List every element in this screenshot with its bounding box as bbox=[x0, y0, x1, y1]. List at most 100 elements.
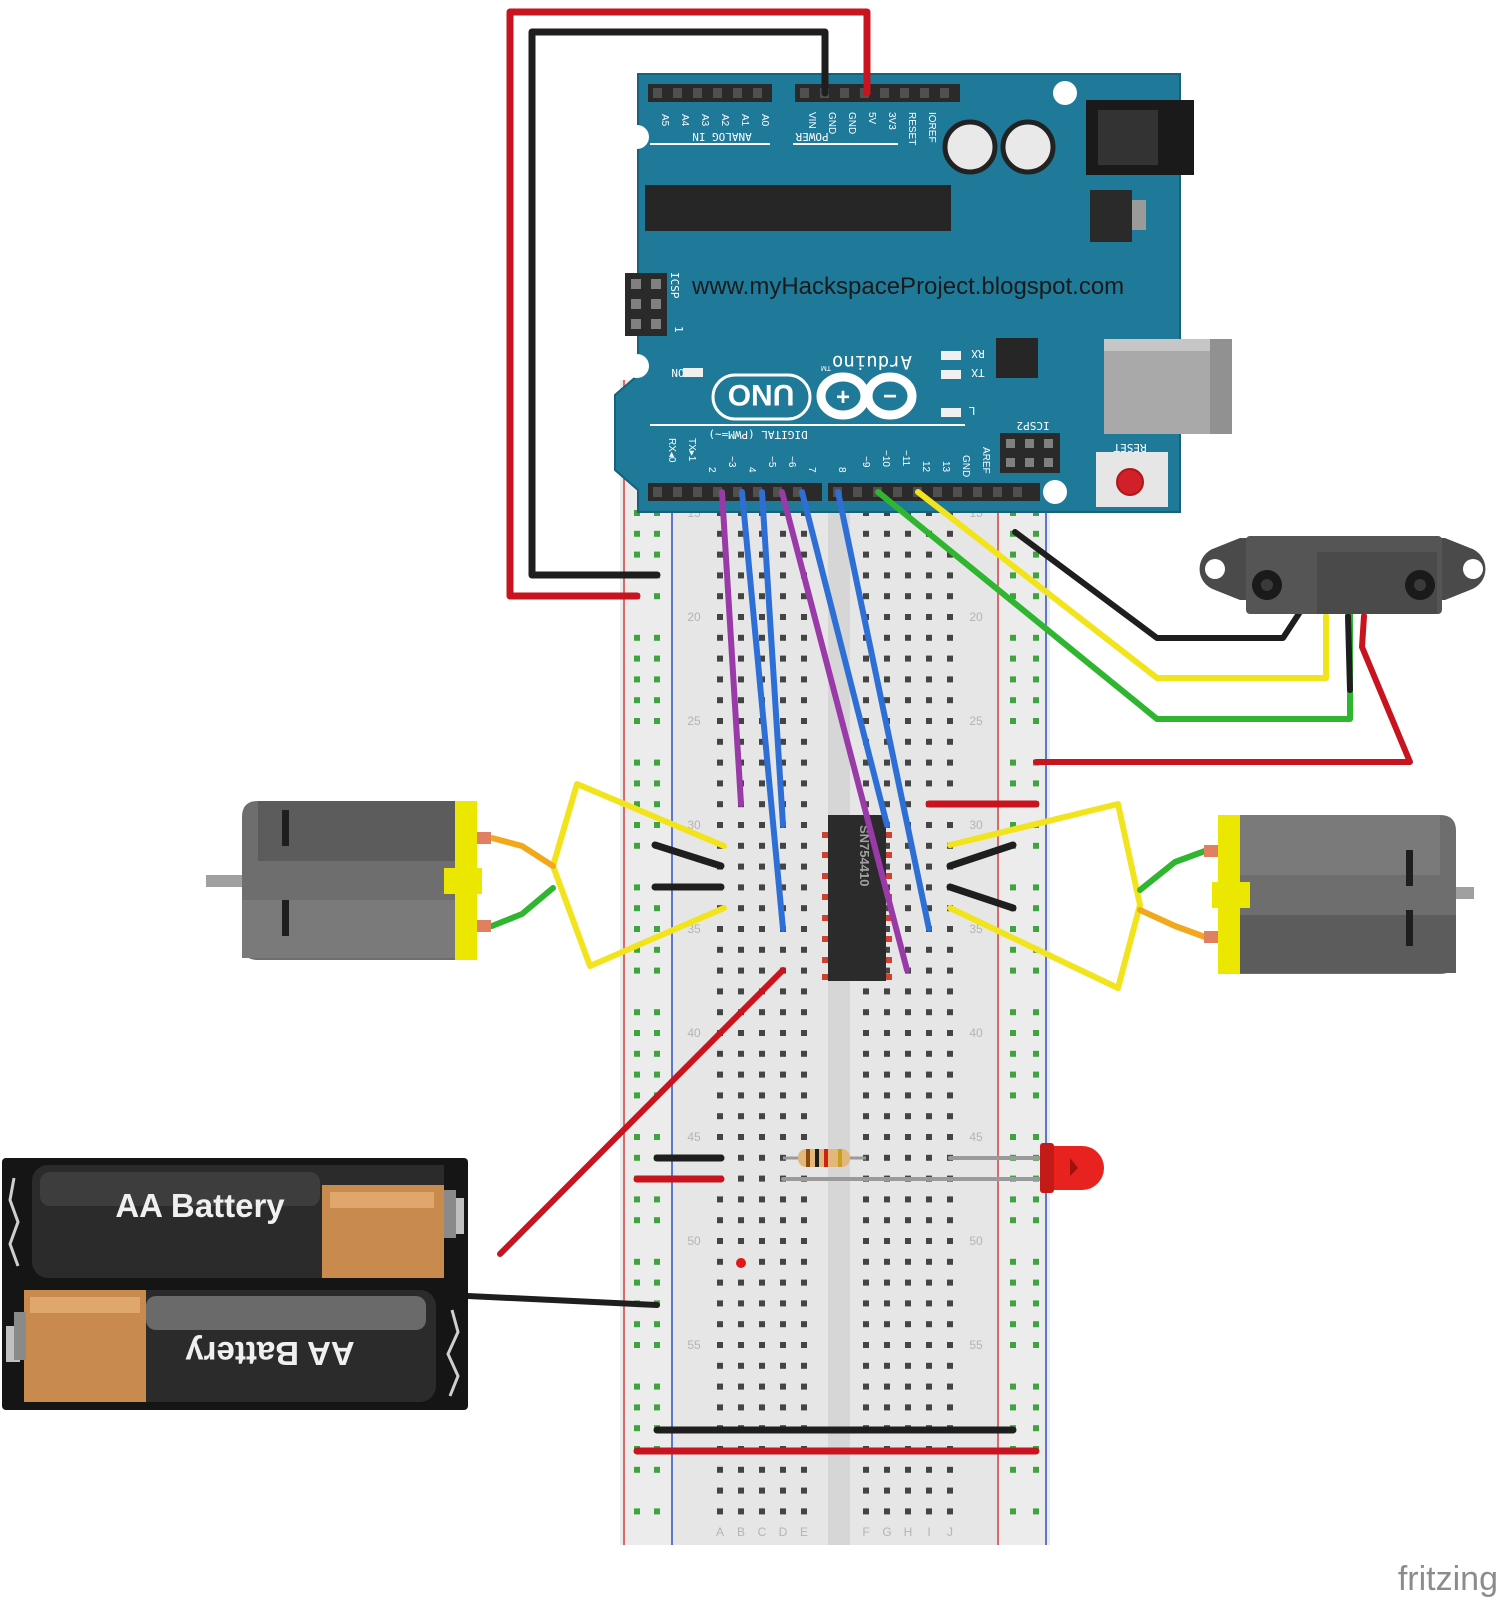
column-letter: H bbox=[904, 1525, 913, 1539]
breadboard-hole bbox=[947, 1404, 953, 1411]
breadboard-hole bbox=[759, 1009, 765, 1016]
pin-label-a3: A3 bbox=[699, 114, 710, 127]
breadboard-hole bbox=[759, 1196, 765, 1203]
breadboard-hole bbox=[947, 1092, 953, 1099]
pin-label-a2: A2 bbox=[719, 114, 730, 127]
breadboard-hole bbox=[654, 1030, 660, 1036]
pin-label-aref: AREF bbox=[980, 447, 991, 474]
breadboard-hole bbox=[801, 1321, 807, 1328]
reset-button[interactable] bbox=[1116, 468, 1144, 496]
breadboard-hole bbox=[780, 1404, 786, 1411]
mounting-hole bbox=[625, 125, 649, 149]
breadboard-hole bbox=[717, 759, 723, 766]
rx-label: RX bbox=[971, 347, 985, 360]
breadboard-hole bbox=[801, 1030, 807, 1036]
breadboard-hole bbox=[634, 905, 640, 912]
breadboard-hole bbox=[759, 967, 765, 974]
breadboard-hole bbox=[717, 946, 723, 953]
breadboard-hole bbox=[1010, 572, 1016, 579]
breadboard-hole bbox=[654, 551, 660, 558]
capacitor bbox=[942, 119, 998, 175]
breadboard-hole bbox=[738, 738, 744, 745]
breadboard-hole bbox=[926, 822, 932, 828]
breadboard-hole bbox=[884, 759, 890, 766]
breadboard-hole bbox=[1033, 1092, 1039, 1099]
arduino-uno-board: A5 A4 A3 A2 A1 A0 VIN GND GND 5V 3V3 RES… bbox=[614, 73, 1232, 513]
mounting-hole bbox=[625, 354, 649, 378]
breadboard-hole bbox=[717, 551, 723, 558]
breadboard-hole bbox=[1033, 718, 1039, 724]
breadboard-hole bbox=[947, 572, 953, 579]
breadboard-hole bbox=[801, 634, 807, 641]
breadboard-hole bbox=[905, 676, 911, 683]
breadboard-hole bbox=[801, 1196, 807, 1203]
breadboard-hole bbox=[759, 759, 765, 766]
breadboard-hole bbox=[884, 676, 890, 683]
breadboard-hole bbox=[780, 988, 786, 995]
dc-motor-right bbox=[1204, 815, 1474, 974]
breadboard-hole bbox=[759, 842, 765, 849]
breadboard-hole bbox=[634, 780, 640, 787]
breadboard-hole bbox=[926, 1342, 932, 1348]
breadboard-hole bbox=[947, 1321, 953, 1328]
breadboard-hole bbox=[884, 1508, 890, 1515]
breadboard-hole bbox=[780, 842, 786, 849]
breadboard-hole bbox=[634, 1196, 640, 1203]
breadboard-hole bbox=[717, 1300, 723, 1307]
wire-pin4-blue bbox=[739, 489, 786, 932]
breadboard-hole bbox=[780, 1321, 786, 1328]
breadboard-hole bbox=[884, 614, 890, 620]
breadboard-hole bbox=[947, 738, 953, 745]
breadboard-hole bbox=[780, 1487, 786, 1494]
wire-pin5-blue bbox=[759, 489, 786, 828]
row-number: 45 bbox=[969, 1130, 983, 1144]
breadboard-hole bbox=[947, 967, 953, 974]
breadboard-hole bbox=[759, 1175, 765, 1182]
breadboard-hole bbox=[884, 530, 890, 537]
wire-5v-red bbox=[506, 8, 871, 600]
wire-battery-black bbox=[465, 1293, 660, 1308]
breadboard-hole bbox=[801, 593, 807, 600]
breadboard-hole bbox=[947, 1362, 953, 1369]
breadboard-hole bbox=[717, 1404, 723, 1411]
breadboard-hole bbox=[947, 1300, 953, 1307]
breadboard-hole bbox=[634, 1154, 640, 1161]
breadboard-hole bbox=[863, 1279, 869, 1286]
breadboard-hole bbox=[738, 593, 744, 600]
breadboard-hole bbox=[759, 1404, 765, 1411]
breadboard-hole bbox=[1033, 967, 1039, 974]
breadboard-hole bbox=[780, 1134, 786, 1140]
capacitor bbox=[1000, 119, 1056, 175]
breadboard-hole bbox=[1033, 1383, 1039, 1390]
breadboard-hole bbox=[801, 1113, 807, 1120]
breadboard-hole bbox=[884, 1030, 890, 1036]
breadboard-hole bbox=[905, 614, 911, 620]
breadboard-hole bbox=[717, 655, 723, 662]
breadboard-hole bbox=[634, 926, 640, 932]
breadboard-hole bbox=[634, 1009, 640, 1016]
breadboard-hole bbox=[1033, 1217, 1039, 1224]
breadboard-hole bbox=[884, 1092, 890, 1099]
breadboard-hole bbox=[801, 1134, 807, 1140]
breadboard-hole bbox=[759, 1362, 765, 1369]
breadboard-hole bbox=[634, 718, 640, 724]
breadboard-hole bbox=[926, 863, 932, 870]
sensor-mount-hole bbox=[1463, 559, 1483, 579]
breadboard-hole bbox=[738, 1196, 744, 1203]
breadboard-hole bbox=[801, 1300, 807, 1307]
breadboard-hole bbox=[863, 759, 869, 766]
breadboard-hole bbox=[634, 801, 640, 808]
icsp-label: ICSP bbox=[668, 272, 681, 299]
breadboard-hole bbox=[759, 1466, 765, 1473]
breadboard-hole bbox=[926, 1134, 932, 1140]
column-letters: A B C D E F G H I J bbox=[716, 1525, 953, 1539]
breadboard-hole bbox=[863, 676, 869, 683]
breadboard-hole bbox=[634, 822, 640, 828]
breadboard-hole bbox=[905, 1508, 911, 1515]
breadboard-hole bbox=[654, 676, 660, 683]
breadboard-hole bbox=[1033, 530, 1039, 537]
breadboard-hole bbox=[717, 718, 723, 724]
breadboard-hole bbox=[947, 655, 953, 662]
breadboard-hole bbox=[759, 738, 765, 745]
breadboard-hole bbox=[926, 988, 932, 995]
